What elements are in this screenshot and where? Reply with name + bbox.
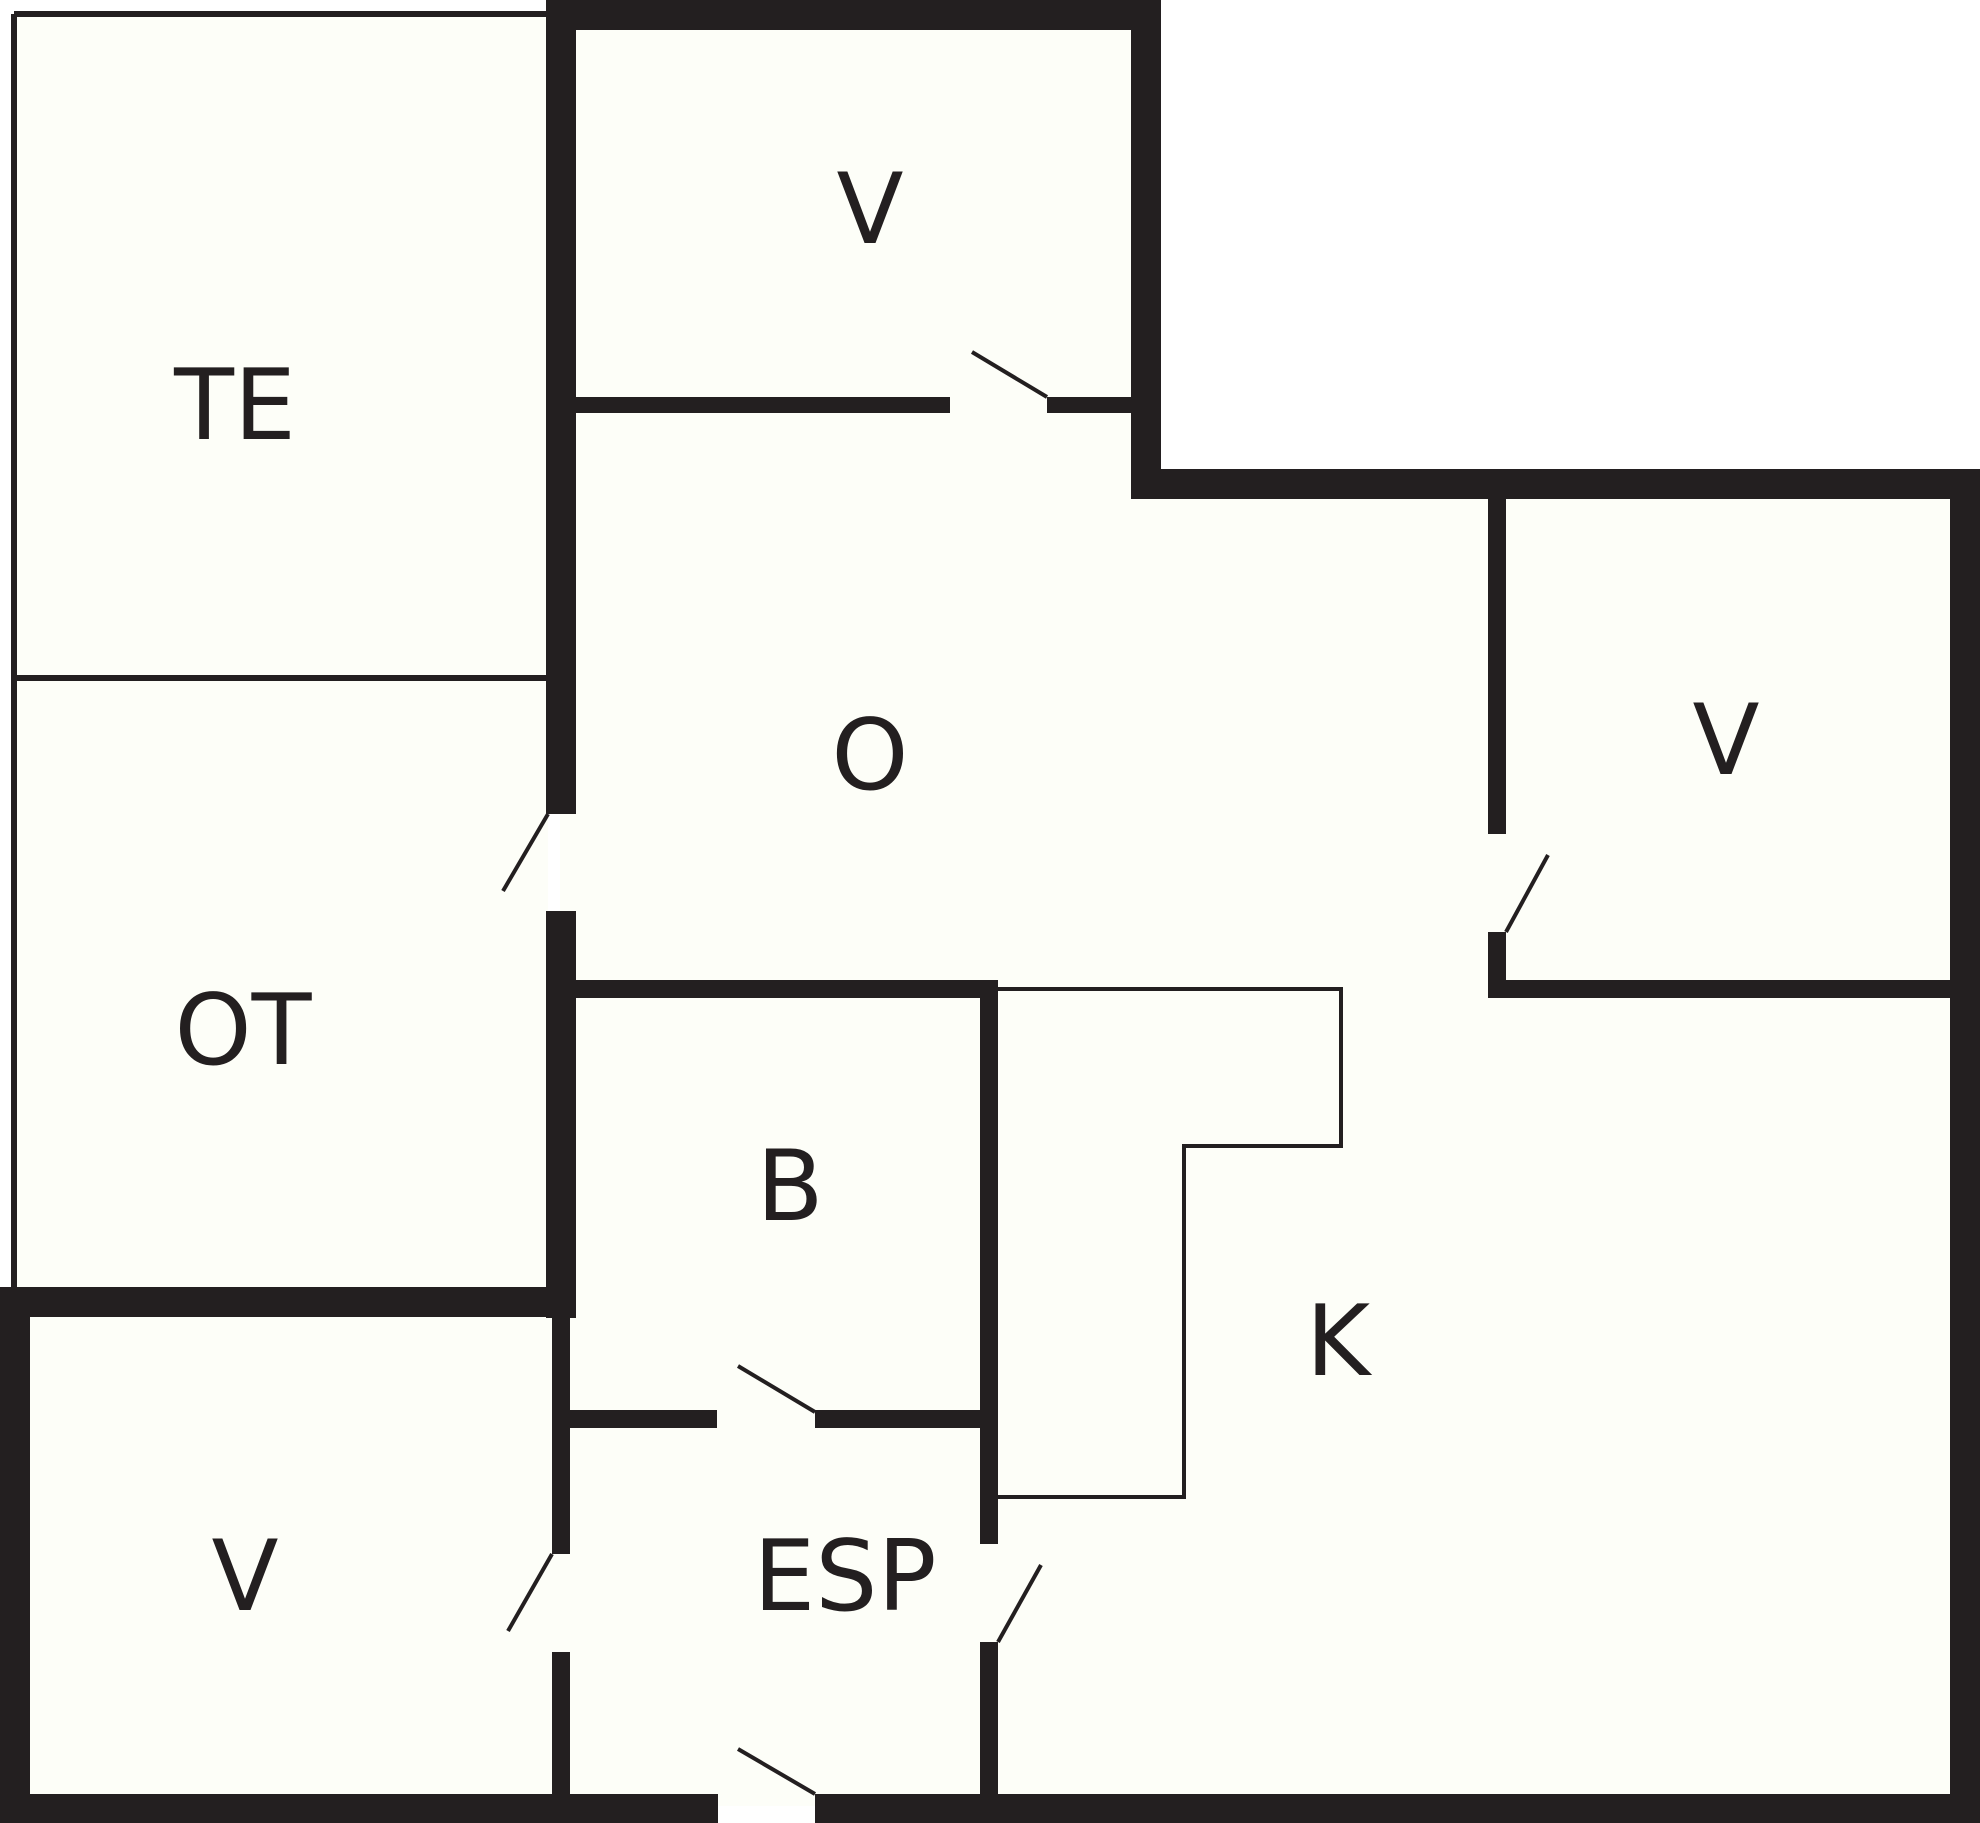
wall-b-east [980,980,998,1544]
wall-b-east-lower [980,1642,998,1806]
door-swing-vbottom [506,1553,554,1632]
wall-vright-south [1488,980,1962,998]
wall-south-left [0,1794,718,1823]
wall-vtop-o-right [1047,397,1147,413]
wall-top-north [546,0,1160,30]
floor-main [14,14,1962,1806]
wall-center-lower [546,911,576,1318]
door-swing-vright [1504,854,1550,933]
wall-vright-west-upper [1488,484,1506,834]
wall-b-esp-left [560,1410,717,1428]
wall-b-north [560,980,998,998]
wall-v-bottom-north [0,1287,576,1317]
room-label-k: K [1306,1285,1373,1399]
room-label-b: B [756,1130,823,1244]
doors [501,350,1550,1796]
room-label-v-bottom: V [211,1520,278,1634]
door-swing-entrance [736,1747,817,1796]
room-label-ot: OT [175,974,313,1088]
wall-west-lower [0,1287,30,1823]
thin-walls [11,11,548,1290]
kitchen-counter [998,987,1343,1499]
wall-east [1950,469,1980,1823]
floor-areas [14,14,1962,1806]
wall-esp-west-upper [552,1300,570,1554]
room-label-v-top: V [836,153,903,267]
door-swing-k [996,1564,1043,1643]
floor-left-wing [14,14,548,1290]
wall-south-right [815,1794,1980,1823]
door-swing-ot [501,812,550,893]
door-swing-vtop [970,350,1049,399]
wall-esp-west-lower [552,1652,570,1806]
wall-vtop-o-left [546,397,950,413]
room-labels: TE OT V O V B K V ESP [173,153,1759,1634]
room-label-te: TE [173,349,296,463]
door-swing-b [736,1364,817,1414]
wall-top-east [1131,0,1161,498]
room-label-v-right: V [1692,684,1759,798]
room-label-esp: ESP [753,1520,936,1634]
wall-b-esp-right [815,1410,998,1428]
wall-step-north [1131,469,1980,499]
room-label-o: O [831,699,908,813]
